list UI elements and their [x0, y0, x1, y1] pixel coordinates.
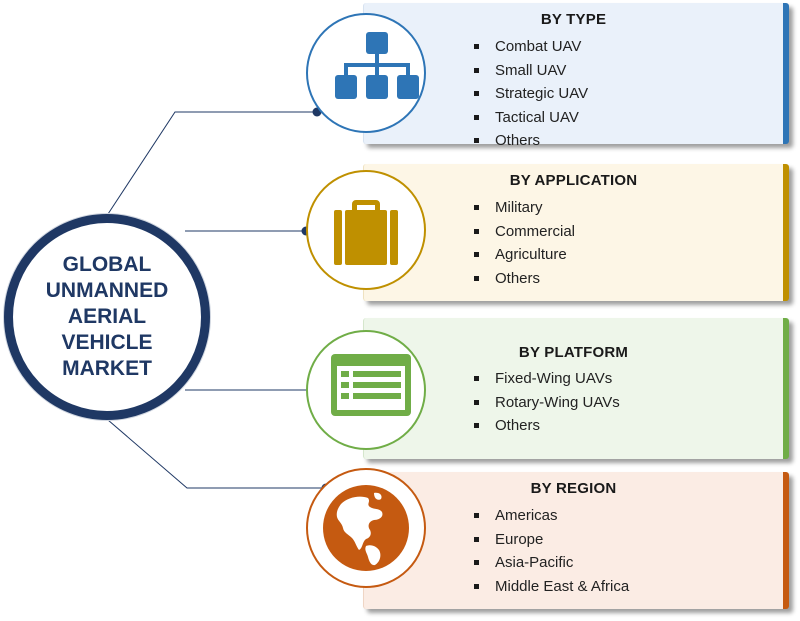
list-item: Americas: [474, 504, 629, 528]
bullet-icon: [474, 138, 479, 143]
bullet-icon: [474, 114, 479, 120]
list-item: Tactical UAV: [474, 106, 588, 130]
list-item: Military: [474, 196, 575, 220]
segment-list-region: Americas Europe Asia-Pacific Middle East…: [474, 504, 629, 598]
bullet-icon: [474, 399, 479, 405]
icon-circle-application: [306, 170, 426, 290]
segment-title-region: BY REGION: [530, 480, 617, 497]
bullet-icon: [474, 67, 479, 73]
list-item: Middle East & Africa: [474, 575, 629, 599]
bullet-icon: [474, 423, 479, 428]
list-item: Fixed-Wing UAVs: [474, 367, 620, 391]
icon-circle-region: [306, 468, 426, 588]
segment-title-platform: BY PLATFORM: [518, 344, 629, 361]
segment-panel-application: BY APPLICATION Military Commercial Agric…: [363, 164, 789, 301]
center-circle: GLOBAL UNMANNED AERIAL VEHICLE MARKET: [4, 214, 210, 420]
list-item: Others: [474, 129, 588, 153]
globe-icon: [323, 485, 409, 571]
connector-region: [107, 419, 326, 489]
center-title: GLOBAL UNMANNED AERIAL VEHICLE MARKET: [45, 253, 169, 380]
hierarchy-icon: [335, 32, 419, 99]
list-item: Others: [474, 414, 620, 438]
bullet-icon: [474, 513, 479, 518]
briefcase-icon: [334, 200, 398, 265]
segment-list-type: Combat UAV Small UAV Strategic UAV Tacti…: [474, 35, 588, 153]
connector-type: [107, 111, 317, 215]
segment-list-platform: Fixed-Wing UAVs Rotary-Wing UAVs Others: [474, 367, 620, 438]
bullet-icon: [474, 560, 479, 565]
bullet-icon: [474, 44, 479, 49]
segment-title-application: BY APPLICATION: [509, 172, 638, 189]
list-item: Europe: [474, 528, 629, 552]
bullet-icon: [474, 376, 479, 381]
list-item: Small UAV: [474, 59, 588, 83]
bullet-icon: [474, 91, 479, 96]
segment-list-application: Military Commercial Agriculture Others: [474, 196, 575, 290]
segment-panel-platform: BY PLATFORM Fixed-Wing UAVs Rotary-Wing …: [363, 318, 789, 459]
list-item: Agriculture: [474, 243, 575, 267]
bullet-icon: [474, 275, 479, 281]
bullet-icon: [474, 205, 479, 210]
segment-title-type: BY TYPE: [540, 11, 607, 28]
list-item: Rotary-Wing UAVs: [474, 391, 620, 415]
segment-panel-region: BY REGION Americas Europe Asia-Pacific M…: [363, 472, 789, 609]
segment-panel-type: BY TYPE Combat UAV Small UAV Strategic U…: [363, 3, 789, 149]
list-item: Strategic UAV: [474, 82, 588, 106]
list-item: Combat UAV: [474, 35, 588, 59]
icon-circle-type: [306, 13, 426, 133]
bullet-icon: [474, 536, 479, 542]
bullet-icon: [474, 583, 479, 589]
icon-circle-platform: [306, 330, 426, 450]
bullet-icon: [474, 252, 479, 257]
list-item: Commercial: [474, 220, 575, 244]
list-item: Asia-Pacific: [474, 551, 629, 575]
list-item: Others: [474, 267, 575, 291]
list-window-icon: [331, 354, 411, 416]
bullet-icon: [474, 228, 479, 234]
